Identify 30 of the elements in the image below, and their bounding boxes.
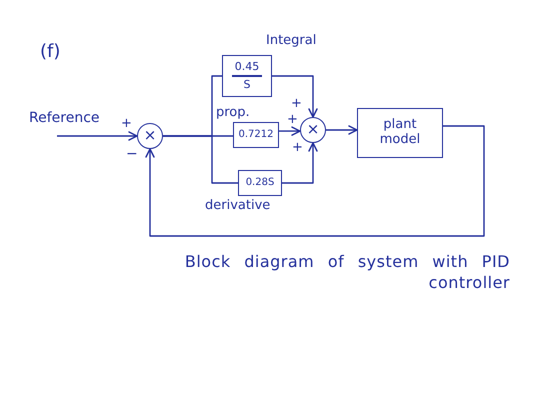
- block-label: derivative: [205, 199, 270, 214]
- arrow: [282, 142, 318, 184]
- gain-block: [238, 170, 282, 196]
- arrow: [326, 125, 358, 135]
- sign-label: −: [126, 146, 138, 162]
- block-label: Integral: [266, 34, 316, 49]
- sign-label: +: [287, 113, 298, 128]
- arrow: [272, 75, 318, 118]
- block-label: prop.: [216, 106, 250, 121]
- arrow: [279, 126, 301, 136]
- junction-sign: ×: [306, 121, 320, 139]
- sign-label: +: [291, 97, 302, 112]
- block-text: 0.45: [234, 60, 260, 74]
- gain-block: [222, 55, 272, 97]
- block-text: S: [244, 78, 250, 92]
- block-text: plant model: [378, 118, 422, 148]
- gain-block: [233, 122, 279, 148]
- sign-label: +: [292, 141, 303, 156]
- block-text: 0.28S: [246, 177, 274, 189]
- connector-line: [163, 135, 238, 184]
- sign-label: +: [121, 117, 132, 132]
- caption: Block diagram of system with PID controller: [184, 252, 510, 294]
- plant-block: [357, 108, 443, 158]
- arrow: [145, 125, 485, 237]
- arrow: [57, 131, 138, 141]
- summing-junction: [300, 117, 326, 143]
- summing-junction: [137, 123, 163, 149]
- junction-sign: ×: [144, 127, 156, 145]
- block-text: 0.7212: [238, 129, 274, 141]
- panel-label: (f): [40, 42, 60, 63]
